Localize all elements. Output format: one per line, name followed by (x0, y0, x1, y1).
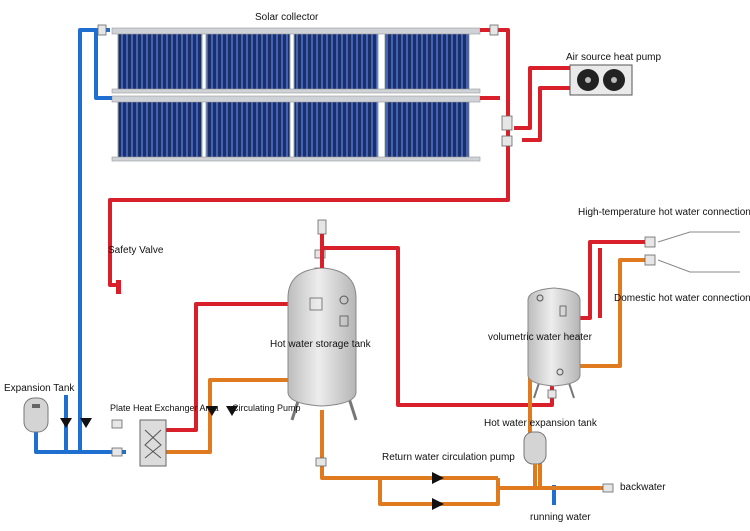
safety-valve (116, 280, 121, 294)
label-safety-valve: Safety Valve (108, 245, 164, 256)
label-domestic-connection: Domestic hot water connection (614, 293, 750, 304)
hot-water-storage-tank (287, 219, 358, 421)
pump-icon (60, 418, 72, 428)
solar-panel (384, 99, 470, 159)
pump-icon (206, 406, 218, 416)
solar-panel (293, 31, 379, 91)
pump-icon (80, 418, 92, 428)
label-return-water-pump: Return water circulation pump (382, 452, 515, 463)
label-hot-water-expansion-tank: Hot water expansion tank (484, 418, 597, 429)
label-solar-collector: Solar collector (255, 12, 319, 23)
label-plate-heat-exchanger: Plate Heat Exchanger Area (110, 403, 219, 413)
expansion-tank (23, 397, 49, 433)
label-running-water: running water (530, 512, 591, 523)
solar-panel-row-bottom (111, 95, 481, 162)
label-backwater: backwater (620, 482, 666, 493)
solar-panel-row-top (111, 27, 481, 94)
label-volumetric-water-heater: volumetric water heater (488, 332, 592, 343)
label-expansion-tank: Expansion Tank (4, 383, 75, 394)
faucet-connections (657, 231, 740, 273)
label-circulating-pump: Circulating Pump (232, 403, 301, 413)
solar-panel (293, 99, 379, 159)
air-source-heat-pump (569, 64, 633, 96)
solar-panel (117, 99, 203, 159)
plate-heat-exchanger (139, 419, 167, 467)
label-high-temp-connection: High-temperature hot water connection (578, 207, 750, 218)
volumetric-water-heater (527, 287, 581, 399)
pump-icon (432, 498, 444, 510)
solar-panel (384, 31, 470, 91)
label-hot-water-storage-tank: Hot water storage tank (270, 339, 371, 350)
pumps (60, 406, 444, 510)
hot-water-expansion-tank (523, 431, 547, 488)
pump-icon (432, 472, 444, 484)
solar-panel (117, 31, 203, 91)
solar-panel (205, 99, 291, 159)
label-air-source-heat-pump: Air source heat pump (566, 52, 662, 63)
pump-icon (226, 406, 238, 416)
solar-collector-array (111, 27, 481, 162)
solar-panel (205, 31, 291, 91)
